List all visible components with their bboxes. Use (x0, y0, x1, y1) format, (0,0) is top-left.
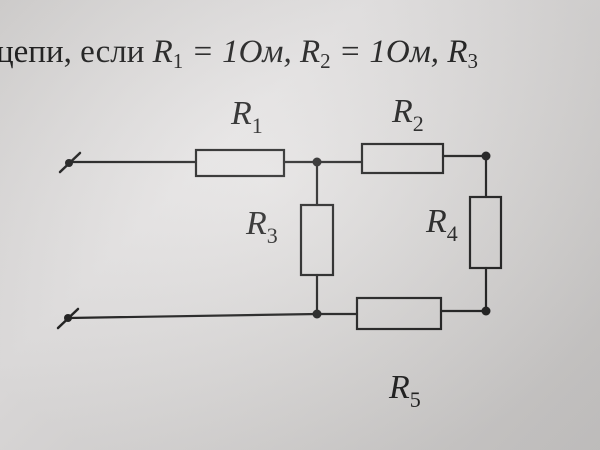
terminal-bottom (64, 314, 72, 322)
label-r3-index: 3 (266, 223, 278, 248)
label-r5-index: 5 (409, 387, 421, 412)
label-r2: R2 (392, 95, 424, 141)
r2-value: = 1Ом, (338, 34, 440, 70)
junction-bottom-middle (312, 309, 322, 319)
label-r4-symbol: R (426, 203, 447, 240)
label-r3-symbol: R (246, 205, 267, 242)
resistor-r2 (360, 142, 445, 175)
label-r1-symbol: R (231, 95, 252, 132)
resistor-r3 (299, 203, 335, 277)
label-r1-index: 1 (251, 113, 263, 138)
r1-symbol: R (152, 34, 173, 70)
r2-symbol: R (299, 34, 321, 70)
junction-bottom-right (481, 306, 491, 316)
problem-text-prefix: цепи, если (0, 34, 145, 70)
wire-bottom-left (66, 312, 319, 320)
r1-index: 1 (172, 49, 184, 73)
label-r5: R5 (389, 371, 421, 417)
r2-index: 2 (320, 49, 331, 73)
label-r3: R3 (246, 207, 278, 253)
label-r2-symbol: R (392, 93, 413, 130)
terminal-top (65, 159, 73, 167)
r3-symbol: R (447, 34, 468, 70)
label-r2-index: 2 (412, 111, 424, 136)
label-r1: R1 (231, 97, 263, 143)
r3-index: 3 (467, 49, 478, 73)
label-r4-index: 4 (446, 221, 458, 246)
resistor-r1 (194, 148, 286, 178)
junction-top-middle (312, 157, 322, 167)
problem-statement-line: цепи, если R1 = 1Ом, R2 = 1Ом, R3 (0, 22, 600, 82)
label-r5-symbol: R (389, 369, 410, 406)
label-r4: R4 (426, 205, 458, 251)
r1-value: = 1Ом, (191, 34, 292, 70)
resistor-r4 (468, 195, 503, 270)
junction-top-right (481, 151, 491, 161)
resistor-r5 (355, 296, 443, 331)
